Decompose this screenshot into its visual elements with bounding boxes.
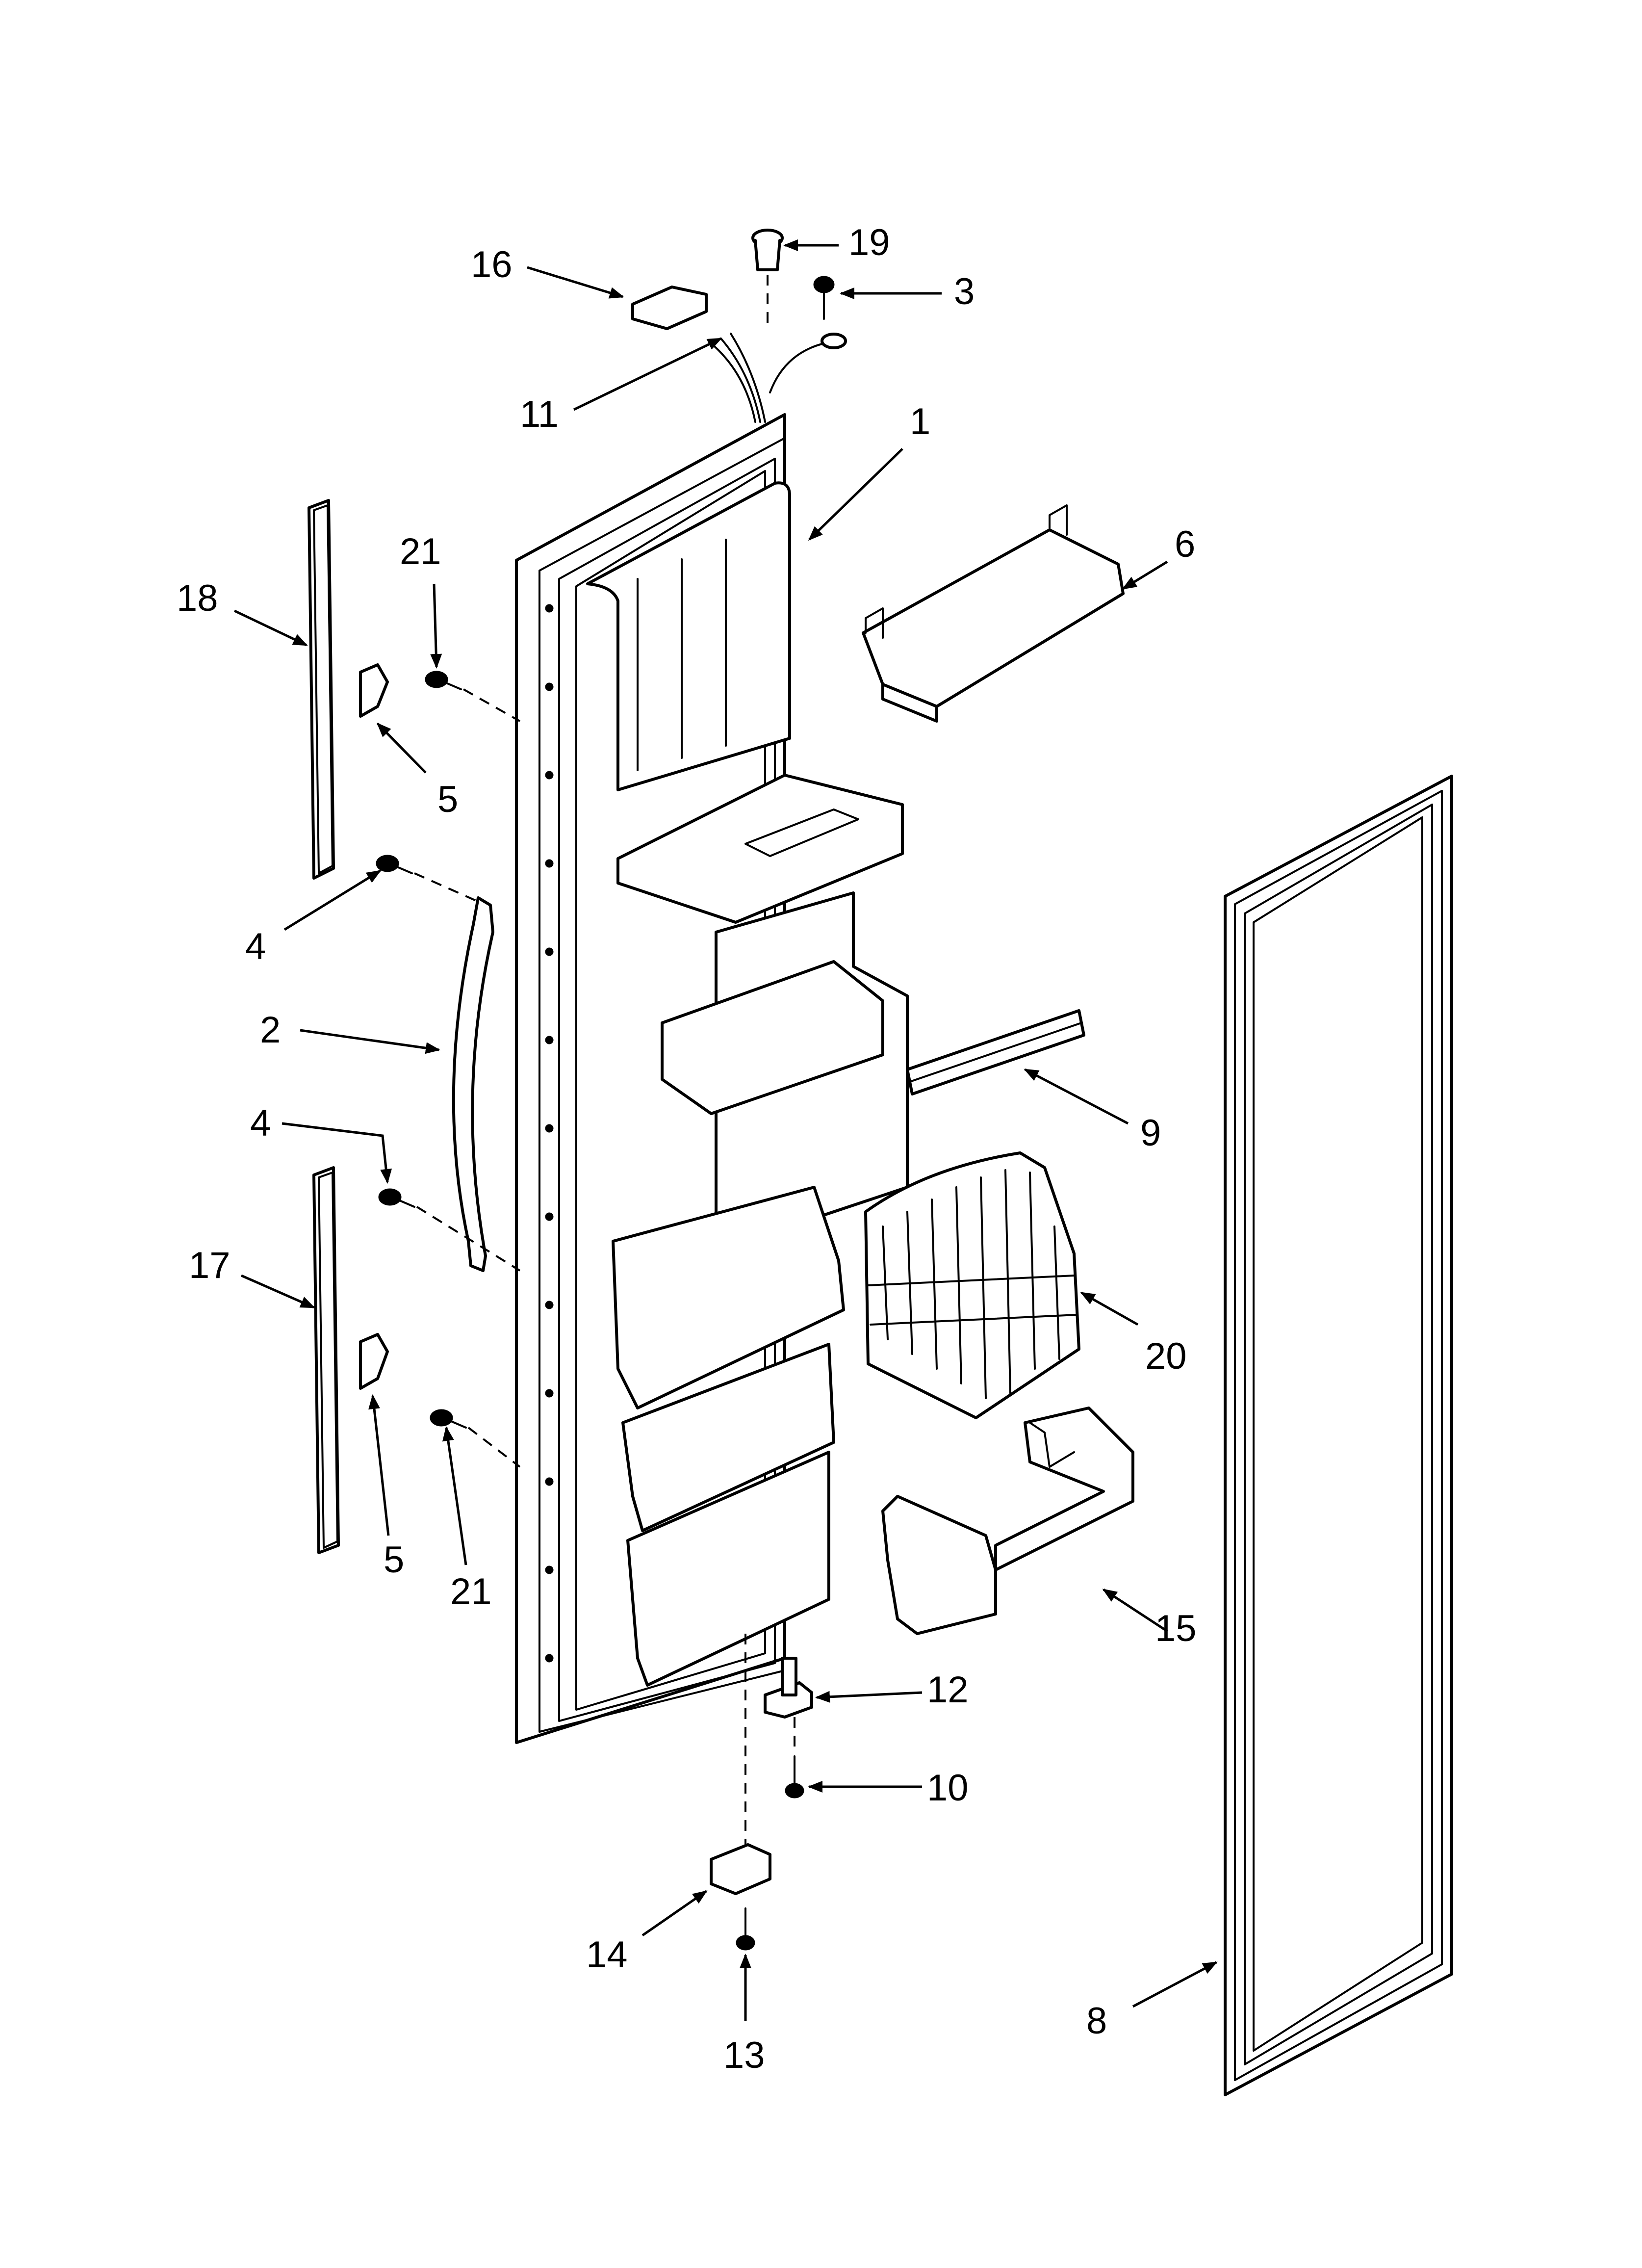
callout-4-lower: 4 <box>250 1102 271 1144</box>
callout-17: 17 <box>189 1245 231 1286</box>
wire-basket <box>864 1151 1080 1419</box>
callout-21-lower: 21 <box>450 1571 492 1613</box>
callout-5-upper: 5 <box>437 779 458 820</box>
callout-2: 2 <box>260 1009 281 1051</box>
callout-14: 14 <box>586 1934 628 1976</box>
callout-5-lower: 5 <box>384 1539 404 1581</box>
bolt-13 <box>736 1907 755 1951</box>
shelf-rail <box>906 1009 1085 1095</box>
callout-20: 20 <box>1145 1335 1187 1377</box>
callout-12: 12 <box>927 1669 969 1711</box>
screw-4-lower <box>378 1188 415 1208</box>
callout-15: 15 <box>1155 1608 1197 1649</box>
hinge-bracket <box>764 1657 813 1719</box>
plug-button <box>751 229 784 271</box>
trim-strip-lower <box>312 1166 340 1554</box>
callout-18: 18 <box>177 577 218 619</box>
door-liner <box>515 413 909 1744</box>
callout-19: 19 <box>848 222 890 263</box>
callout-10: 10 <box>927 1767 969 1809</box>
callout-21-upper: 21 <box>400 531 441 573</box>
screw-4-upper <box>376 855 413 874</box>
wire-harness <box>710 333 847 423</box>
connector-block <box>631 286 708 330</box>
clip-upper <box>359 663 389 718</box>
screw-3 <box>813 276 835 320</box>
callout-4-upper: 4 <box>245 926 266 967</box>
callout-1: 1 <box>910 401 930 443</box>
screw-10 <box>785 1755 804 1799</box>
callout-13: 13 <box>723 2034 765 2076</box>
screw-21-lower <box>430 1409 467 1429</box>
callout-9: 9 <box>1140 1112 1161 1154</box>
clip-lower <box>359 1333 389 1390</box>
door-gasket <box>1224 775 1453 2096</box>
bottom-hinge <box>710 1843 771 1895</box>
screw-21-upper <box>425 671 462 690</box>
callout-labels: 16 19 3 11 1 6 21 18 5 4 2 4 17 5 21 9 2… <box>177 222 1197 2076</box>
trim-strip-upper <box>308 499 335 880</box>
door-shelf-upper <box>862 504 1125 723</box>
door-bin <box>881 1407 1134 1635</box>
flange-holes <box>545 604 554 1663</box>
callout-6: 6 <box>1175 523 1195 565</box>
callout-11: 11 <box>520 393 559 435</box>
assembly-lines <box>414 275 795 1845</box>
callout-leaders <box>233 239 1218 2021</box>
callout-8: 8 <box>1086 2000 1107 2042</box>
callout-3: 3 <box>954 271 975 313</box>
door-handle <box>452 896 494 1272</box>
callout-16: 16 <box>471 244 513 286</box>
